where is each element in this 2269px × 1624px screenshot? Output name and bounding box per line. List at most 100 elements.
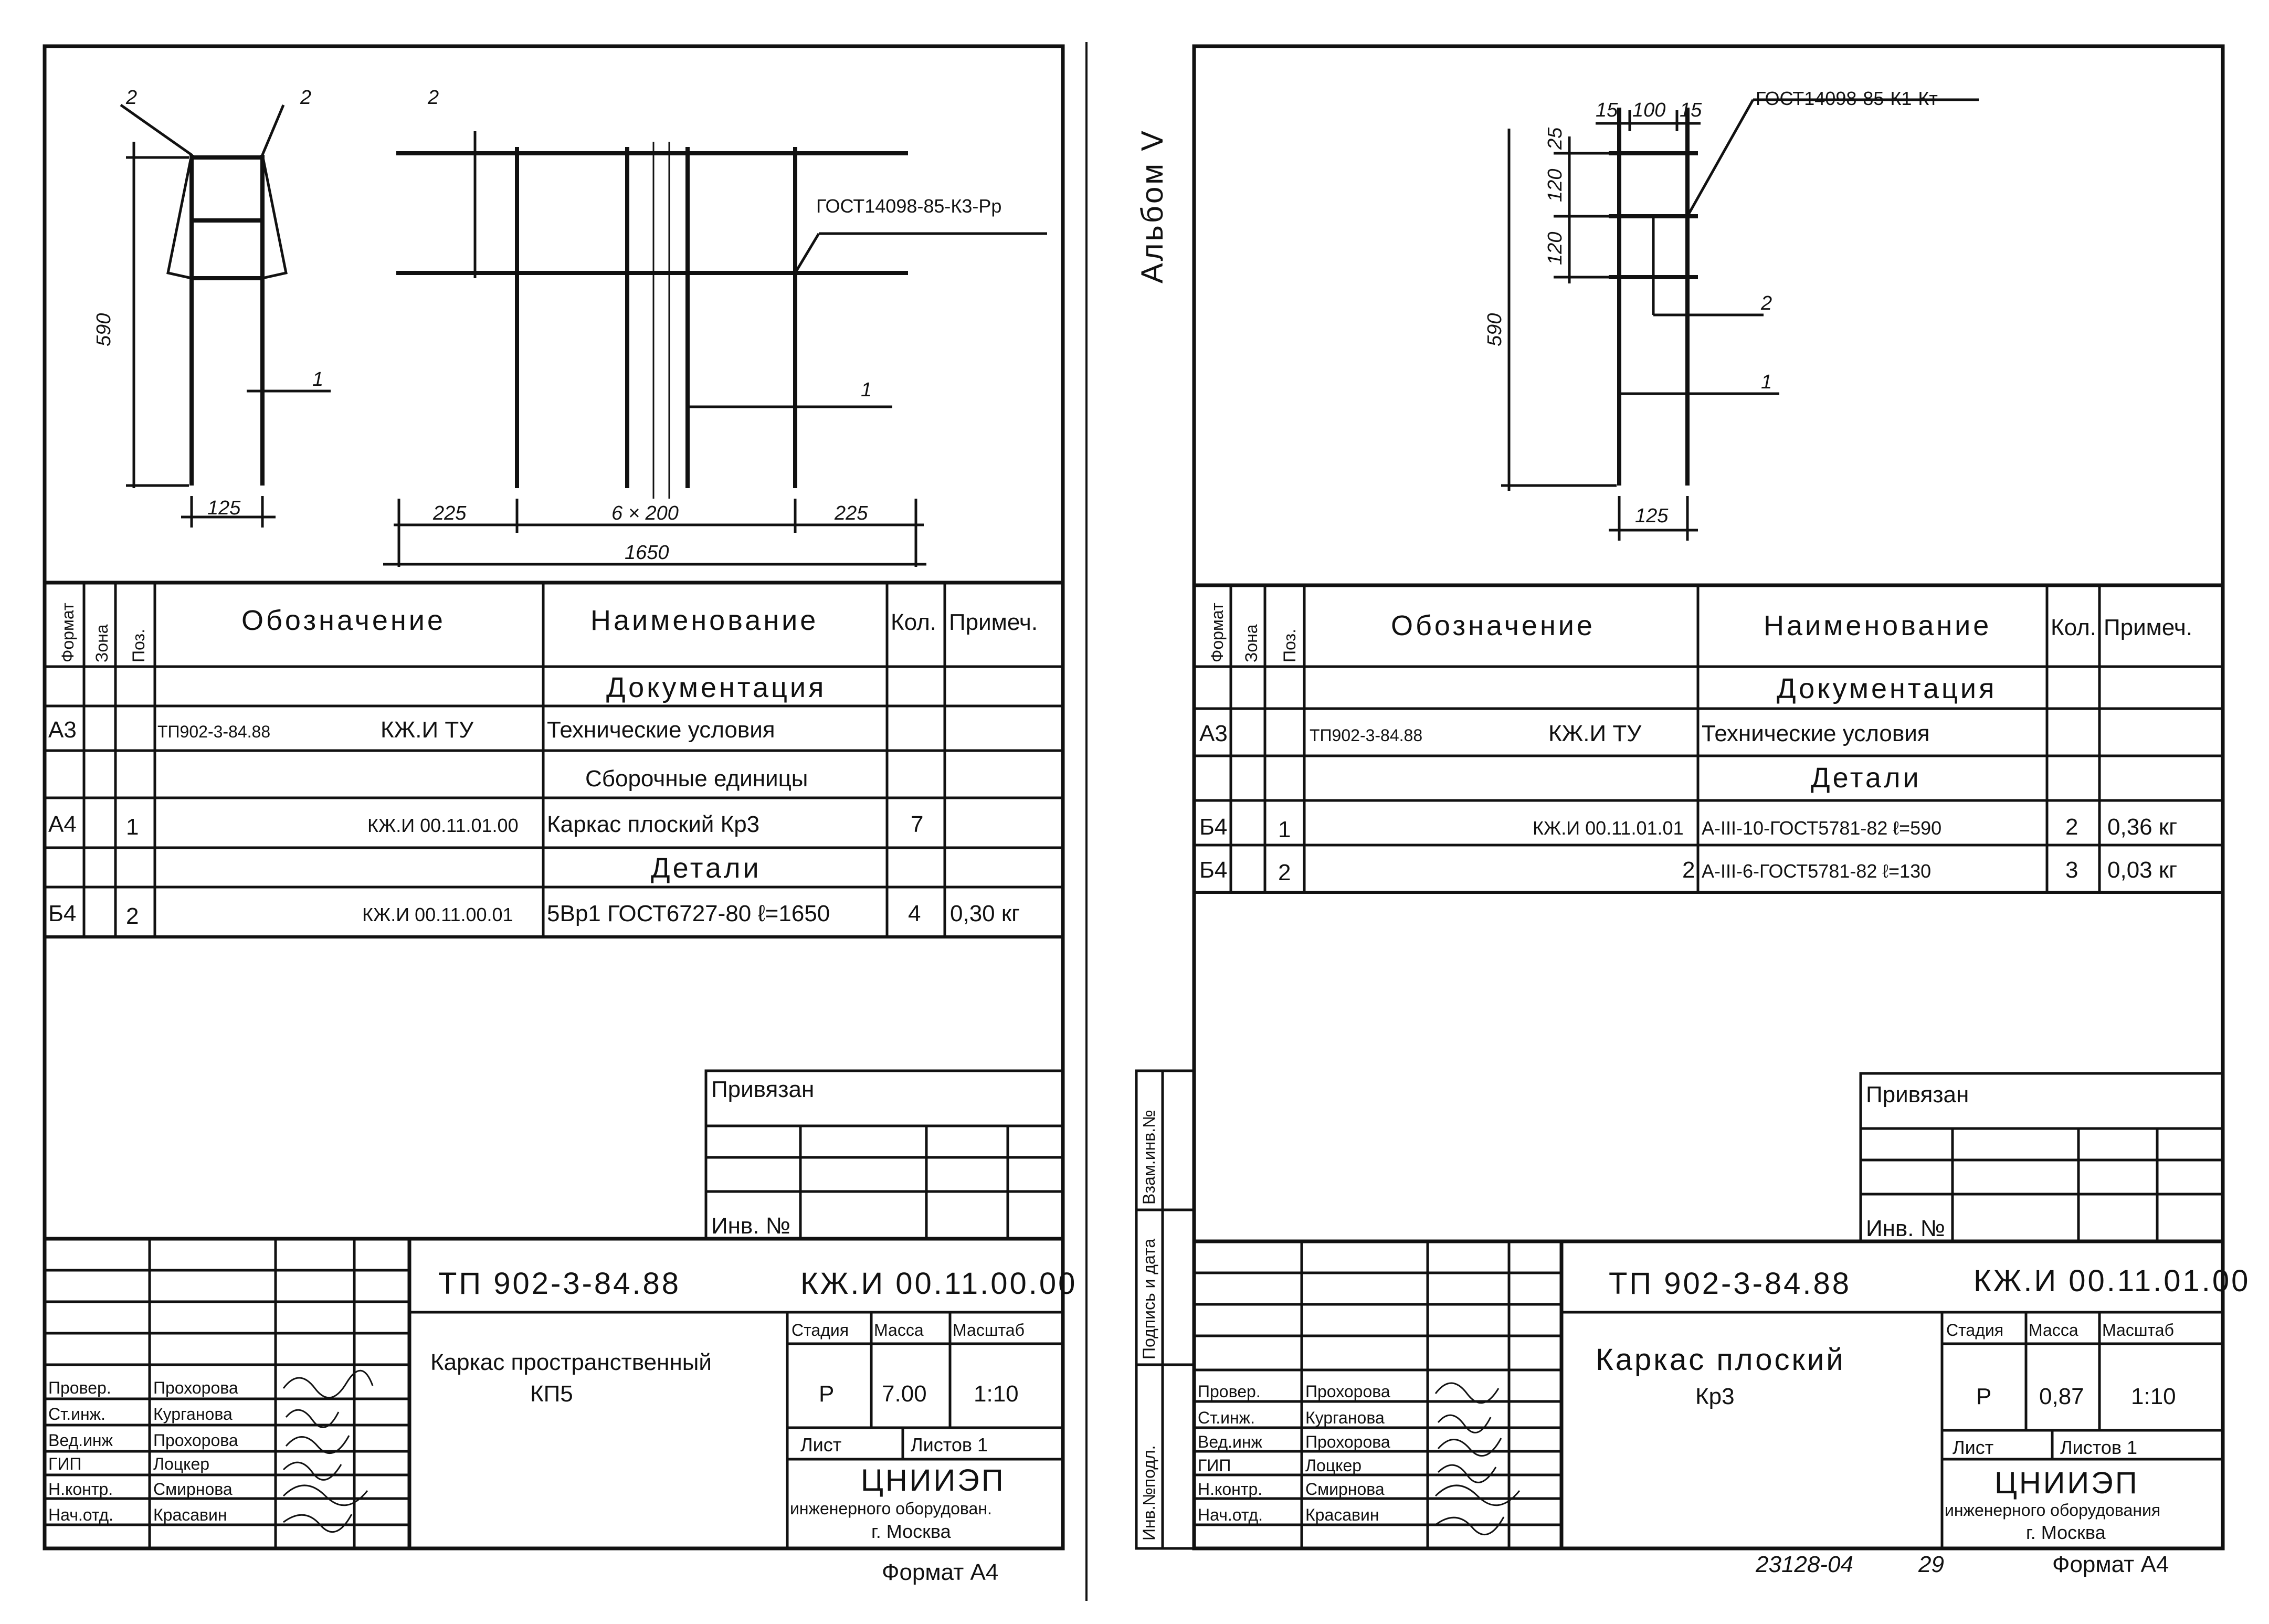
scale-header: Масштаб [2102,1321,2174,1340]
person-name: Курганова [153,1405,233,1423]
dim-marker: 2 [427,87,439,109]
person-name: Красавин [1305,1505,1379,1524]
position-marker: 1 [1761,371,1772,393]
row-pos: 1 [126,814,139,840]
dim-marker: 2 [125,87,137,109]
header-designation: Обозначение [241,605,446,636]
row-qty: 4 [908,901,921,926]
header-format: Формат [58,603,77,662]
person-name: Прохорова [1305,1432,1390,1451]
role: Вед.инж [48,1431,113,1450]
format-note: Формат А4 [882,1559,998,1585]
dim-small: 15 [1596,99,1618,121]
role: ГИП [48,1454,81,1473]
dim-small: 100 [1632,99,1665,121]
section-label: Документация [606,672,826,703]
dim-height: 590 [93,313,115,346]
row-format: А3 [1199,721,1228,746]
left-spec-rows: Документация А3 ТП902-3-84.88 КЖ.И ТУ Те… [48,672,1020,929]
header-name: Наименование [1764,610,1991,641]
title-line2: КП5 [530,1381,573,1407]
dim-height: 590 [1484,313,1506,346]
role: Нач.отд. [48,1505,113,1524]
header-name: Наименование [590,605,818,636]
stage-header: Стадия [791,1321,849,1340]
row-format: А3 [48,717,77,743]
row-qty: 3 [2065,857,2078,883]
inv-label: Инв. № [1866,1216,1945,1241]
dim-left: 225 [432,502,467,524]
row-format: Б4 [1199,814,1227,840]
position-marker: 1 [312,368,323,391]
role: Н.контр. [48,1480,113,1499]
left-title-block-lines [45,1237,1063,1548]
row-qty: 7 [911,811,923,837]
privyazan-label: Привязан [1866,1082,1969,1108]
mass-header: Масса [874,1321,924,1340]
row-format: А4 [48,811,77,837]
org-subtitle: инженерного оборудован. [790,1499,992,1518]
person-name: Смирнова [1305,1480,1385,1499]
header-pos: Поз. [129,629,148,662]
org-subtitle: инженерного оборудования [1945,1501,2160,1520]
mass-header: Масса [2029,1321,2078,1340]
person-name: Курганова [1305,1408,1385,1427]
role: Нач.отд. [1198,1505,1263,1524]
person-name: Красавин [153,1505,227,1524]
row-designation-code: 2 [1682,857,1695,883]
left-dimensions: 2 2 2 590 125 1 225 6 × 200 225 1650 1 Г… [93,87,1001,564]
right-section-drawing [1501,98,1979,541]
header-designation: Обозначение [1391,610,1595,641]
dim-small: 15 [1680,99,1702,121]
dim-width: 125 [207,497,241,519]
row-designation-code: КЖ.И ТУ [1548,721,1642,746]
privyazan-label: Привязан [711,1077,814,1102]
inv-label: Инв. № [711,1213,790,1239]
dim-small: 120 [1544,232,1566,265]
sheets-label: Листов 1 [911,1434,988,1456]
org-name: ЦНИИЭП [1994,1466,2139,1500]
row-name: А-III-6-ГОСТ5781-82 ℓ=130 [1702,860,1931,882]
row-note: 0,36 кг [2107,814,2177,840]
right-signatures [1434,1382,1521,1536]
row-name: Технические условия [1702,721,1930,746]
row-note: 0,30 кг [950,901,1020,926]
role: Вед.инж [1198,1432,1263,1451]
person-name: Прохорова [153,1378,238,1397]
role: Провер. [1198,1382,1261,1401]
row-pos: 2 [1278,860,1291,885]
mass-value: 7.00 [882,1381,927,1407]
row-note: 0,03 кг [2107,857,2177,883]
right-dimensions: 15 100 15 ГОСТ14098-85-К1-Кт 25 120 120 … [1484,88,1938,527]
mass-value: 0,87 [2039,1384,2084,1409]
left-section-drawing [120,103,331,528]
row-designation-code: КЖ.И ТУ [381,717,474,743]
row-name: Каркас плоский Кр3 [547,811,759,837]
row-pos: 2 [126,903,139,929]
header-note: Примеч. [949,609,1038,635]
scale-value: 1:10 [2131,1384,2176,1409]
right-spec-rows: Документация А3 ТП902-3-84.88 КЖ.И ТУ Те… [1199,673,2177,885]
sheets-label: Листов 1 [2060,1437,2137,1458]
left-spec-table-lines [45,581,1063,938]
position-marker: 2 [1760,292,1772,314]
project-number: ТП 902-3-84.88 [1609,1267,1851,1301]
org-city: г. Москва [2026,1522,2106,1543]
row-qty: 2 [2065,814,2078,840]
right-side-labels: Инв.№подл. Подпись и дата Взам.инв.№ [1139,1110,1158,1541]
person-name: Лоцкер [1305,1456,1362,1475]
row-format: Б4 [1199,857,1227,883]
role: Н.контр. [1198,1480,1262,1499]
position-marker: 1 [861,379,872,401]
left-spec-headers: Формат Зона Поз. Обозначение Наименовани… [58,603,1038,662]
stage-value: Р [819,1381,834,1407]
section-label: Документация [1777,673,1997,704]
dim-mid: 6 × 200 [611,502,679,524]
dim-marker: 2 [300,87,311,109]
right-side-labels-box [1135,1069,1196,1550]
sheet-label: Лист [800,1434,841,1456]
sheet-label: Лист [1953,1437,1993,1458]
role: Ст.инж. [48,1405,105,1423]
scale-header: Масштаб [953,1321,1025,1340]
